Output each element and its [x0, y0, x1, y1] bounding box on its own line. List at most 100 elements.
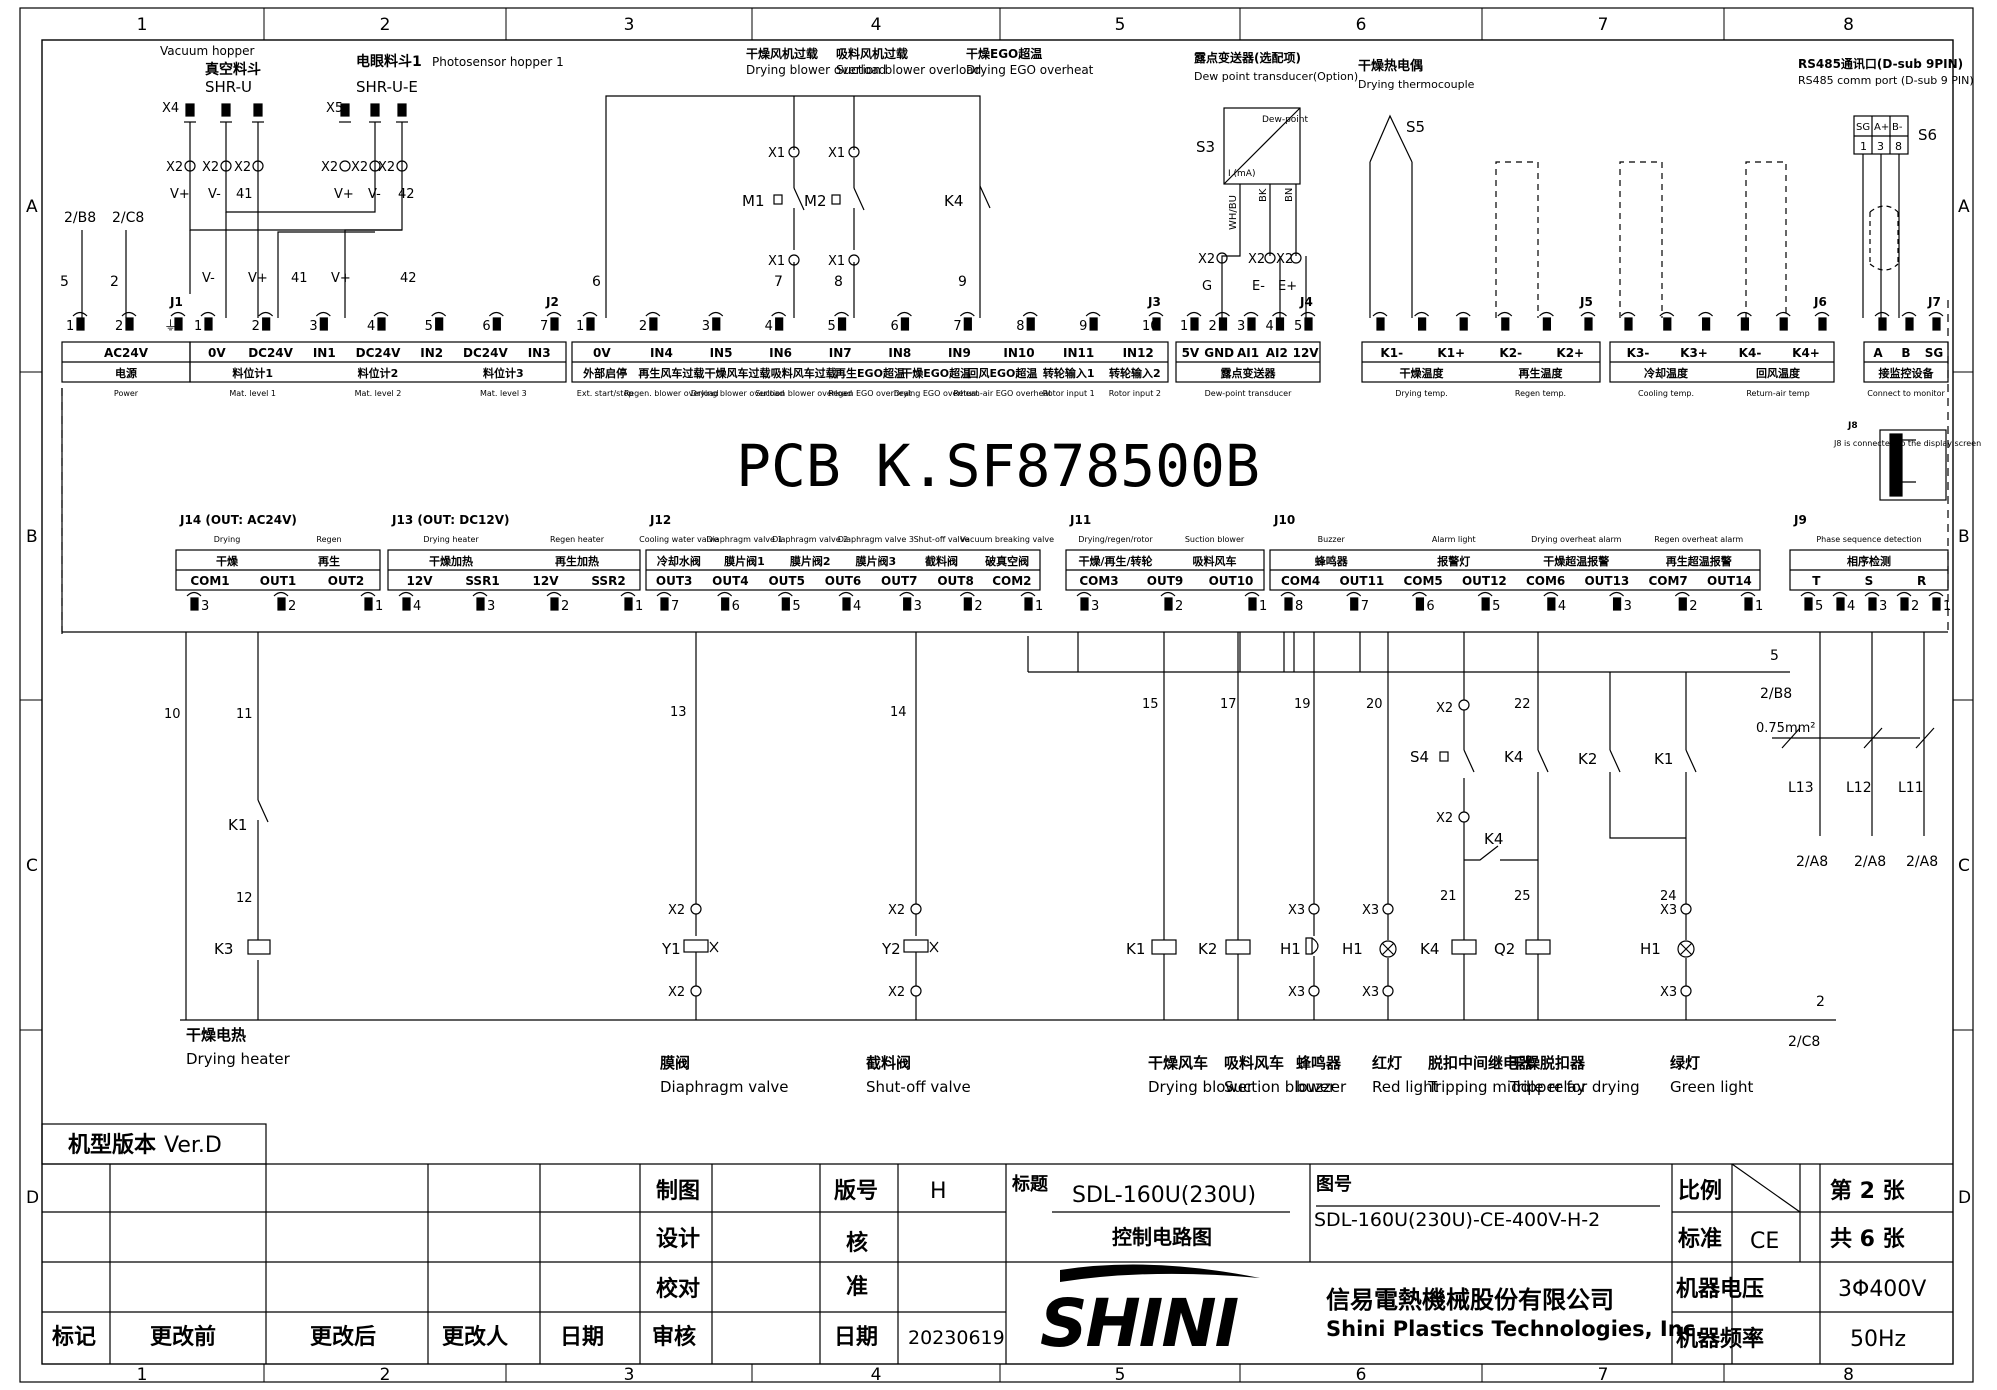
connector-function-en: Mat. level 3 — [480, 389, 527, 398]
connector-pin-cap — [1620, 311, 1636, 317]
connector-pin-cap — [1659, 311, 1675, 317]
connector-signal: OUT13 — [1584, 574, 1629, 588]
tb-check: 校对 — [656, 1276, 700, 1302]
connector-pin-cap — [959, 311, 975, 317]
connector-signal: OUT7 — [881, 574, 917, 588]
connector-pin — [1089, 317, 1098, 331]
connector-pin-cap — [200, 311, 216, 317]
k1-b: K1 — [1654, 750, 1673, 768]
tb-approve-2: 准 — [846, 1275, 868, 1300]
k4-c: K4 — [1484, 830, 1503, 848]
k2-b: K2 — [1578, 750, 1597, 768]
top-field-devices: Vacuum hopper 真空料斗 SHR-U X4 电眼料斗1 Photos… — [60, 44, 1974, 318]
zone-row-left: D — [26, 1188, 39, 1208]
connector-pin-cap — [1814, 311, 1830, 317]
connector-pin-cap — [1280, 591, 1296, 597]
connector-pin — [1624, 317, 1633, 331]
connector-pin — [1932, 317, 1941, 331]
company-en: Shini Plastics Technologies, Inc. — [1326, 1317, 1703, 1341]
connector-pin-cap — [582, 311, 598, 317]
connector-signal: IN7 — [829, 346, 852, 360]
connector-pin — [586, 317, 595, 331]
connector-pin — [1417, 317, 1427, 331]
connector-pin — [903, 597, 912, 611]
connector-pin-number: 4 — [1266, 319, 1274, 334]
a8-3: 2/A8 — [1906, 854, 1938, 870]
connector-pin-number: 6 — [890, 319, 898, 334]
connector-pin-number: 1 — [1259, 599, 1267, 614]
connector-function-cn: 转轮输入1 — [1043, 366, 1095, 380]
connector-function-cn: 回风温度 — [1756, 366, 1801, 380]
connector-pin-number: 2 — [561, 599, 569, 614]
connector-signal: IN12 — [1123, 346, 1154, 360]
connector-id: J9 — [1793, 513, 1807, 527]
zone-col-bottom: 4 — [871, 1365, 882, 1385]
connector-signal: IN11 — [1063, 346, 1094, 360]
photosensor-model: SHR-U-E — [356, 78, 418, 96]
load-label-en: Drying heater — [186, 1050, 291, 1068]
h1-b: H1 — [1342, 940, 1363, 958]
load-label-cn: 蜂鸣器 — [1296, 1054, 1342, 1072]
connector-pin — [174, 317, 183, 331]
zone-row-right: A — [1958, 197, 1970, 217]
connector-pin-number: 4 — [853, 599, 861, 614]
connector-pin-number: 4 — [1847, 599, 1855, 614]
connector-function-cn: 干燥EGO超温 — [901, 366, 971, 380]
w25: 25 — [1514, 889, 1531, 904]
w11: 11 — [236, 707, 253, 722]
load-label-cn: 干燥风车 — [1148, 1054, 1208, 1072]
x2-y2a: X2 — [888, 903, 905, 918]
m2-label: M2 — [804, 192, 827, 210]
connector-signal: IN9 — [948, 346, 971, 360]
connector-pin — [1376, 317, 1385, 331]
x2-terminal-label: X2 — [166, 160, 183, 175]
connector-pin — [721, 597, 730, 611]
connector-pin-cap — [1243, 311, 1259, 317]
connector-signal: 0V — [593, 346, 611, 360]
model-version-ver: Ver.D — [164, 1133, 222, 1158]
w17: 17 — [1220, 697, 1237, 712]
connector-function-cn: 接监控设备 — [1879, 366, 1935, 380]
connector-function-en: Drying/regen/rotor — [1078, 535, 1153, 544]
plug-pin — [370, 103, 380, 117]
x2-terminal-label: X2 — [202, 160, 219, 175]
connector-pin — [842, 597, 851, 611]
zone-col-top: 3 — [624, 15, 635, 35]
connector-pin-cap — [1412, 591, 1427, 597]
tb-version-label: 版号 — [834, 1179, 878, 1204]
connector-signal: K1+ — [1437, 346, 1465, 360]
connector-pin-cap — [273, 591, 289, 597]
connector-function-en: Ext. start/stop — [577, 389, 634, 398]
connector-pin-cap — [897, 311, 912, 317]
w20: 20 — [1366, 697, 1383, 712]
connector-function-en: Suction blower — [1185, 535, 1245, 544]
connector-function-cn: 冷却温度 — [1644, 366, 1689, 380]
tb-total: 共 6 张 — [1830, 1227, 1906, 1252]
x2-k4a: X2 — [1436, 701, 1453, 716]
connector-pin-cap — [1674, 591, 1690, 597]
suction-blower-ovl-cn: 吸料风机过载 — [836, 46, 908, 61]
connector-pin-cap — [1186, 311, 1202, 317]
x3-e: X3 — [1660, 903, 1677, 918]
connector-pin — [204, 317, 213, 331]
zone-row-right: B — [1958, 527, 1970, 547]
load-label-en: Green light — [1670, 1078, 1754, 1096]
s4: S4 — [1410, 748, 1429, 766]
bus2-label: 2 — [1816, 994, 1825, 1010]
connector-pin-cap — [1497, 311, 1513, 317]
connector-function-en: Phase sequence detection — [1816, 535, 1921, 544]
rs485-b: B- — [1892, 122, 1903, 133]
connector-function-en: Return-air temp — [1746, 389, 1809, 398]
x1-b: X1 — [768, 254, 785, 269]
v-plus-3: V+ — [248, 271, 268, 286]
connector-pin-cap — [645, 311, 661, 317]
connector-signal: IN6 — [769, 346, 792, 360]
connector-function-en: Drying blower overload — [691, 389, 785, 398]
load-label-cn: 绿灯 — [1670, 1054, 1700, 1072]
connector-pin-number: 3 — [1237, 319, 1245, 334]
a8-1: 2/A8 — [1796, 854, 1828, 870]
connector-pin — [1026, 317, 1035, 331]
connector-function-en: Mat. level 2 — [355, 389, 402, 398]
connector-pin-number: 2 — [1209, 319, 1217, 334]
